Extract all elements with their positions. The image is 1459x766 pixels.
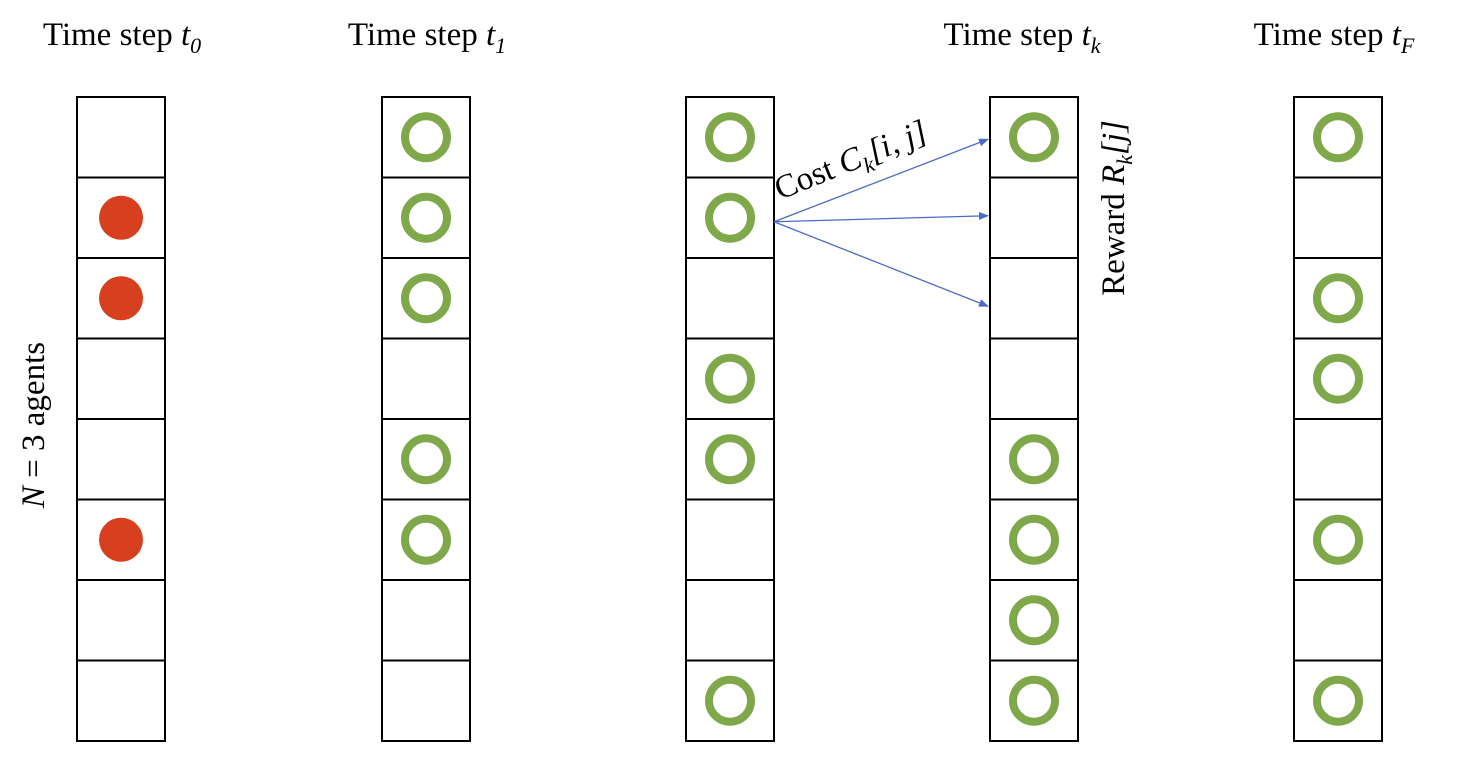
grid-cell xyxy=(989,176,1079,259)
transition-arrow xyxy=(773,221,989,307)
transition-arrow xyxy=(773,138,989,223)
grid-cell xyxy=(989,337,1079,420)
transition-arrows xyxy=(773,138,989,307)
grid-cell xyxy=(381,418,471,501)
time-column xyxy=(76,96,166,742)
agent-position-ring xyxy=(1313,112,1363,163)
agent-position-ring xyxy=(1009,675,1059,726)
grid-cell xyxy=(989,418,1079,501)
grid-cell xyxy=(381,257,471,340)
grid-cell xyxy=(989,579,1079,662)
grid-cell xyxy=(381,96,471,179)
agent-position-ring xyxy=(1009,595,1059,646)
agent-start-dot xyxy=(99,517,143,562)
grid-cell xyxy=(76,337,166,420)
time-column xyxy=(381,96,471,742)
agent-position-ring xyxy=(1313,514,1363,565)
grid-cell xyxy=(1293,176,1383,259)
grid-cell xyxy=(685,579,775,662)
agent-position-ring xyxy=(1313,273,1363,324)
grid-cell xyxy=(1293,257,1383,340)
grid-cell xyxy=(685,418,775,501)
grid-cell xyxy=(381,498,471,581)
grid-cell xyxy=(381,337,471,420)
grid-cell xyxy=(989,659,1079,742)
column-title-tk: Time step tk xyxy=(943,17,1101,58)
agent-position-ring xyxy=(401,514,451,565)
grid-cell xyxy=(1293,659,1383,742)
grid-cell xyxy=(989,498,1079,581)
grid-cell xyxy=(685,659,775,742)
cost-label: Cost Ck[i, j] xyxy=(770,114,935,212)
agent-position-ring xyxy=(1313,675,1363,726)
agent-position-ring xyxy=(705,434,755,485)
reward-label: Reward Rk[j] xyxy=(1096,120,1137,296)
grid-cell xyxy=(1293,498,1383,581)
transition-arrow xyxy=(773,212,989,223)
column-title-tF: Time step tF xyxy=(1254,17,1415,58)
grid-cell xyxy=(381,579,471,662)
grid-cell xyxy=(685,176,775,259)
grid-cell xyxy=(685,337,775,420)
grid-cell xyxy=(989,96,1079,179)
agent-position-ring xyxy=(401,434,451,485)
grid-cell xyxy=(1293,337,1383,420)
grid-cell xyxy=(1293,96,1383,179)
agent-position-ring xyxy=(705,192,755,243)
grid-cell xyxy=(76,96,166,179)
agent-position-ring xyxy=(401,273,451,324)
column-title-t0: Time step t0 xyxy=(43,17,201,58)
agent-position-ring xyxy=(401,112,451,163)
grid-cell xyxy=(989,257,1079,340)
agent-position-ring xyxy=(705,112,755,163)
grid-cell xyxy=(1293,418,1383,501)
agent-start-dot xyxy=(99,276,143,321)
grid-cell xyxy=(685,96,775,179)
grid-cell xyxy=(381,659,471,742)
agent-position-ring xyxy=(705,675,755,726)
grid-cell xyxy=(76,579,166,662)
agent-position-ring xyxy=(401,192,451,243)
agent-position-ring xyxy=(1009,112,1059,163)
agent-position-ring xyxy=(1009,434,1059,485)
grid-cell xyxy=(381,176,471,259)
grid-columns xyxy=(76,96,1383,742)
grid-cell xyxy=(1293,579,1383,662)
grid-cell xyxy=(76,418,166,501)
time-column xyxy=(685,96,775,742)
agent-position-ring xyxy=(1313,353,1363,404)
time-column xyxy=(1293,96,1383,742)
grid-cell xyxy=(76,659,166,742)
grid-cell xyxy=(685,498,775,581)
agent-position-ring xyxy=(705,353,755,404)
agent-position-ring xyxy=(1009,514,1059,565)
grid-cell xyxy=(685,257,775,340)
agent-start-dot xyxy=(99,195,143,240)
time-column xyxy=(989,96,1079,742)
column-title-t1: Time step t1 xyxy=(348,17,506,58)
agent-count-label: N = 3 agents xyxy=(16,342,52,509)
